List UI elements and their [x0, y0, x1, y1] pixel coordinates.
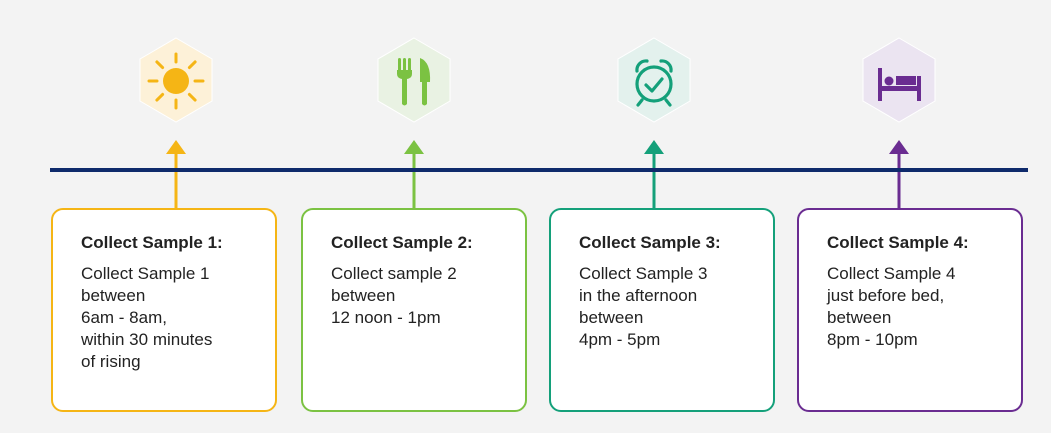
hexagon-2: [377, 37, 451, 123]
arrowhead-2: [404, 140, 424, 154]
arrowhead-3: [644, 140, 664, 154]
sample-card-title: Collect Sample 3:: [579, 233, 721, 252]
sample-card-title: Collect Sample 1:: [81, 233, 223, 252]
sample-card-4: Collect Sample 4: Collect Sample 4 just …: [797, 208, 1023, 412]
sample-card-2: Collect Sample 2: Collect sample 2 betwe…: [301, 208, 527, 412]
alarm-clock-icon: [635, 59, 673, 107]
sample-card-text: Collect Sample 3 in the afternoon betwee…: [579, 264, 708, 349]
sample-card-3: Collect Sample 3: Collect Sample 3 in th…: [549, 208, 775, 412]
sun-icon: [147, 52, 205, 110]
sample-card-text: Collect Sample 1 between 6am - 8am, with…: [81, 264, 213, 371]
sample-card-title: Collect Sample 4:: [827, 233, 969, 252]
sample-card-text: Collect Sample 4 just before bed, betwee…: [827, 264, 956, 349]
fork-knife-icon: [397, 58, 431, 106]
hexagon-3: [617, 37, 691, 123]
sample-card-1: Collect Sample 1: Collect Sample 1 betwe…: [51, 208, 277, 412]
bed-icon: [878, 68, 921, 101]
sample-card-title: Collect Sample 2:: [331, 233, 473, 252]
sample-card-text: Collect sample 2 between 12 noon - 1pm: [331, 264, 457, 327]
arrowhead-1: [166, 140, 186, 154]
arrowhead-4: [889, 140, 909, 154]
